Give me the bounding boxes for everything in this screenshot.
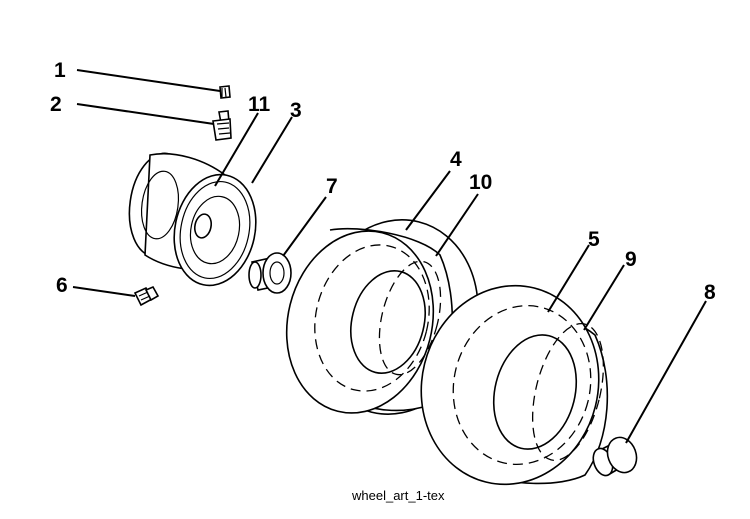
leader-5 — [547, 244, 590, 313]
leader-lines — [72, 69, 707, 444]
valve-cap-part — [219, 85, 231, 99]
callout-7: 7 — [326, 175, 338, 198]
rim-part — [128, 152, 257, 287]
leader-4 — [405, 170, 451, 231]
callout-1: 1 — [54, 59, 66, 82]
callout-11: 11 — [248, 93, 271, 116]
callout-8: 8 — [704, 281, 716, 304]
leader-2 — [76, 103, 215, 125]
leader-9 — [583, 264, 625, 331]
valve-stem-part — [212, 110, 232, 141]
callout-9: 9 — [625, 248, 637, 271]
callout-labels: 1 2 11 3 7 4 10 6 5 9 8 — [50, 59, 716, 304]
callout-2: 2 — [50, 93, 62, 116]
rear-tire-part — [420, 284, 609, 486]
front-tire-part — [285, 219, 479, 415]
figure-caption: wheel_art_1-tex — [351, 488, 445, 503]
bushing-part — [248, 252, 292, 294]
callout-3: 3 — [290, 99, 302, 122]
hub-cap-part — [592, 436, 638, 477]
leader-1 — [76, 69, 221, 92]
grease-fitting-part — [133, 285, 160, 307]
leader-7 — [282, 196, 327, 257]
callout-6: 6 — [56, 274, 68, 297]
callout-5: 5 — [588, 228, 600, 251]
leader-10 — [435, 193, 479, 257]
leader-11 — [214, 112, 259, 187]
callout-10: 10 — [469, 171, 492, 194]
leader-3 — [251, 116, 293, 184]
leader-8 — [625, 300, 707, 444]
leader-6 — [72, 286, 136, 297]
callout-4: 4 — [450, 148, 462, 171]
